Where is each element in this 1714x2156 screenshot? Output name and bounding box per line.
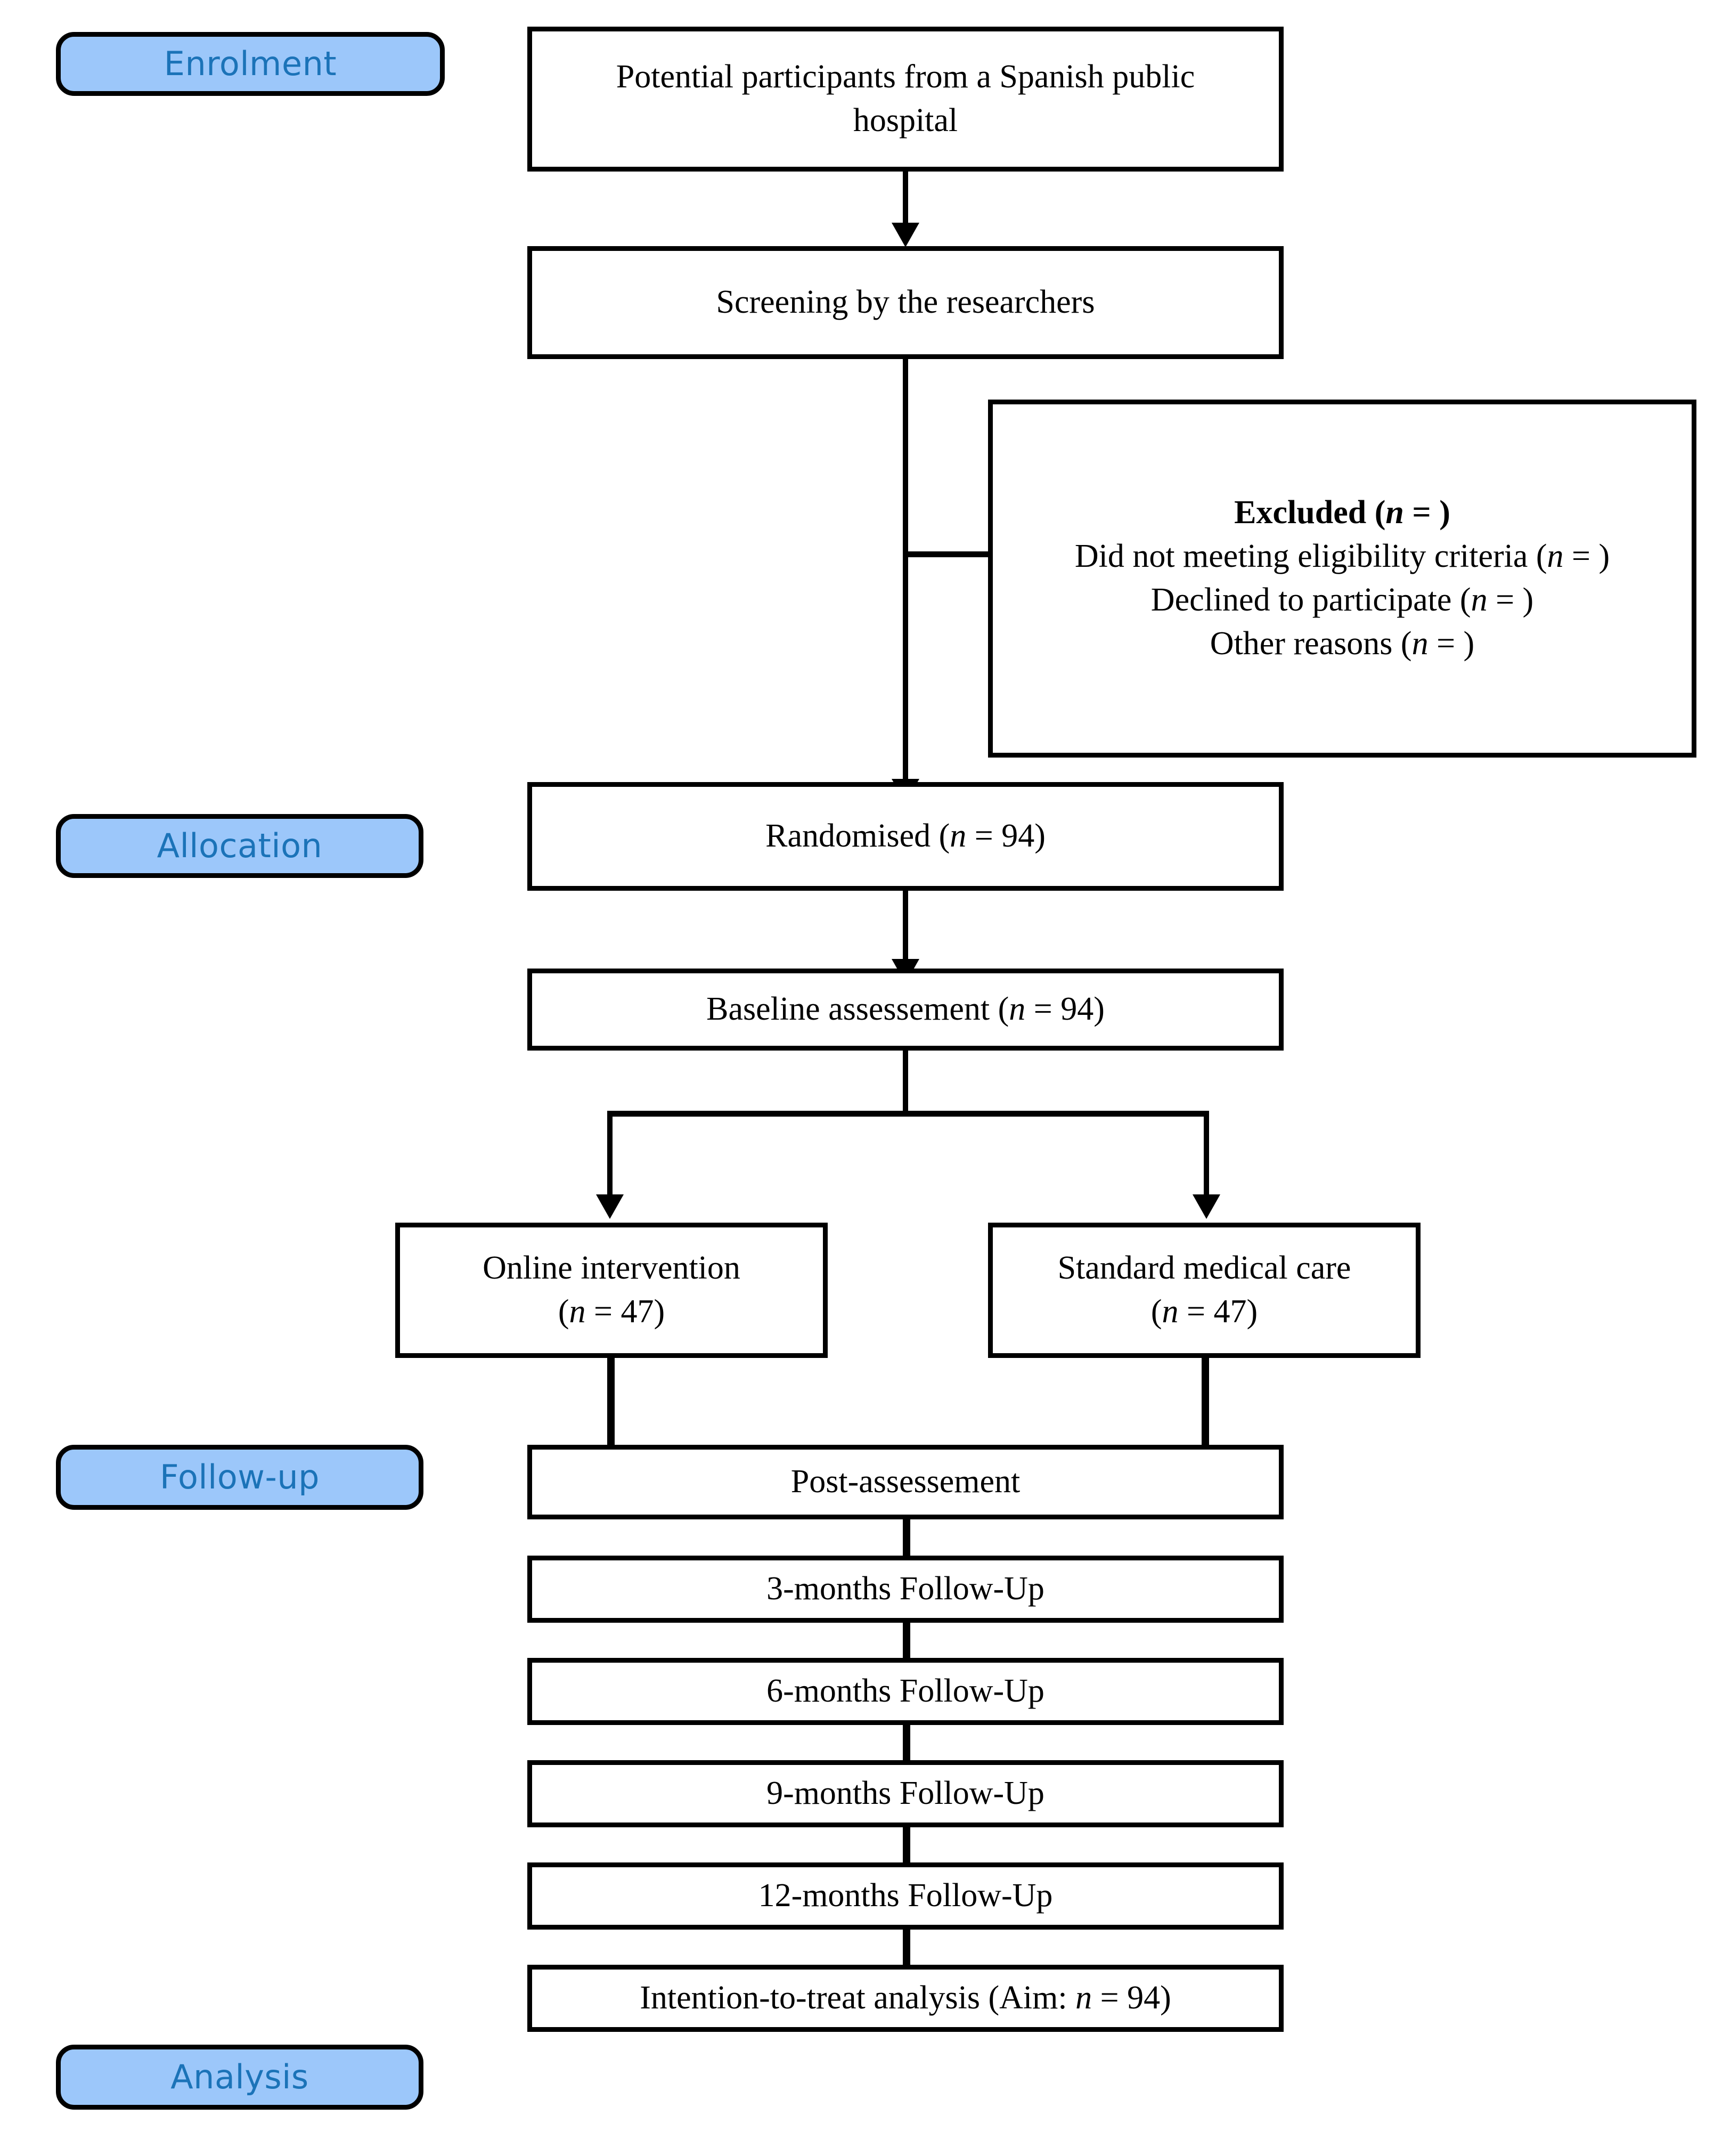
node-randomised-label: Randomised (n = 94) [765,818,1046,855]
stage-badge-analysis: Analysis [56,2045,423,2110]
node-followup-6-months: 6-months Follow-Up [527,1658,1284,1725]
node-intention-to-treat-analysis: Intention-to-treat analysis (Aim: n = 94… [527,1965,1284,2032]
connector-spine-to-excluded [903,551,993,557]
node-excluded: Excluded (n = ) Did not meeting eligibil… [988,400,1696,758]
node-randomised: Randomised (n = 94) [527,782,1284,891]
node-fu9-label: 9-months Follow-Up [766,1775,1044,1812]
arrowhead-arm-control [1193,1194,1220,1219]
arrowhead-screening [892,223,919,247]
node-arm-control-n: (n = 47) [1150,1293,1258,1330]
stage-badge-analysis-label: Analysis [170,2057,309,2096]
node-arm-intervention-n: (n = 47) [558,1293,665,1330]
node-arm-control-label: Standard medical care [1057,1250,1351,1287]
connector-split-right [1204,1111,1209,1199]
node-excluded-reason-2: Declined to participate (n = ) [1150,582,1534,618]
node-potential-participants: Potential participants from a Spanish pu… [527,27,1284,172]
node-itt-label: Intention-to-treat analysis (Aim: n = 94… [640,1980,1171,2016]
node-potential-line1: Potential participants from a Spanish pu… [616,59,1195,95]
node-excluded-heading: Excluded (n = ) [1234,494,1450,531]
connector-post-to-fu3 [903,1517,910,1559]
stage-badge-enrolment-label: Enrolment [164,44,337,83]
node-arm-intervention-label: Online intervention [483,1250,740,1287]
stage-badge-followup: Follow-up [56,1445,423,1510]
node-arm-online-intervention: Online intervention (n = 47) [395,1223,828,1358]
node-arm-standard-medical-care: Standard medical care (n = 47) [988,1223,1421,1358]
stage-badge-allocation: Allocation [56,814,423,878]
connector-fu6-to-fu9 [903,1722,910,1763]
connector-allocation-split-bar [607,1111,1209,1117]
node-baseline-assessment: Baseline assessement (n = 94) [527,969,1284,1051]
connector-fu9-to-fu12 [903,1824,910,1866]
connector-control-to-post [1202,1357,1209,1453]
node-post-assessment-label: Post-assessement [790,1463,1021,1500]
node-fu6-label: 6-months Follow-Up [766,1673,1044,1710]
stage-badge-enrolment: Enrolment [56,32,445,96]
node-baseline-label: Baseline assessement (n = 94) [706,991,1105,1028]
node-post-assessment: Post-assessement [527,1445,1284,1519]
arrowhead-arm-intervention [596,1194,624,1219]
connector-screening-to-randomised [903,358,908,806]
connector-fu12-to-itt [903,1926,910,1968]
stage-badge-allocation-label: Allocation [157,826,323,865]
node-fu12-label: 12-months Follow-Up [758,1877,1053,1914]
node-followup-9-months: 9-months Follow-Up [527,1760,1284,1827]
stage-badge-followup-label: Follow-up [160,1458,320,1496]
connector-randomised-to-baseline [903,891,908,965]
node-fu3-label: 3-months Follow-Up [766,1571,1044,1607]
connector-potential-to-screening [903,170,908,229]
node-excluded-reason-3: Other reasons (n = ) [1210,625,1475,662]
node-excluded-reason-1: Did not meeting eligibility criteria (n … [1074,538,1610,575]
connector-split-left [607,1111,613,1199]
node-followup-3-months: 3-months Follow-Up [527,1556,1284,1623]
node-followup-12-months: 12-months Follow-Up [527,1862,1284,1930]
node-screening: Screening by the researchers [527,246,1284,359]
connector-baseline-to-split [903,1051,908,1116]
node-potential-line2: hospital [853,102,958,139]
connector-fu3-to-fu6 [903,1620,910,1661]
connector-intervention-to-post [607,1357,615,1453]
node-screening-label: Screening by the researchers [716,284,1095,321]
